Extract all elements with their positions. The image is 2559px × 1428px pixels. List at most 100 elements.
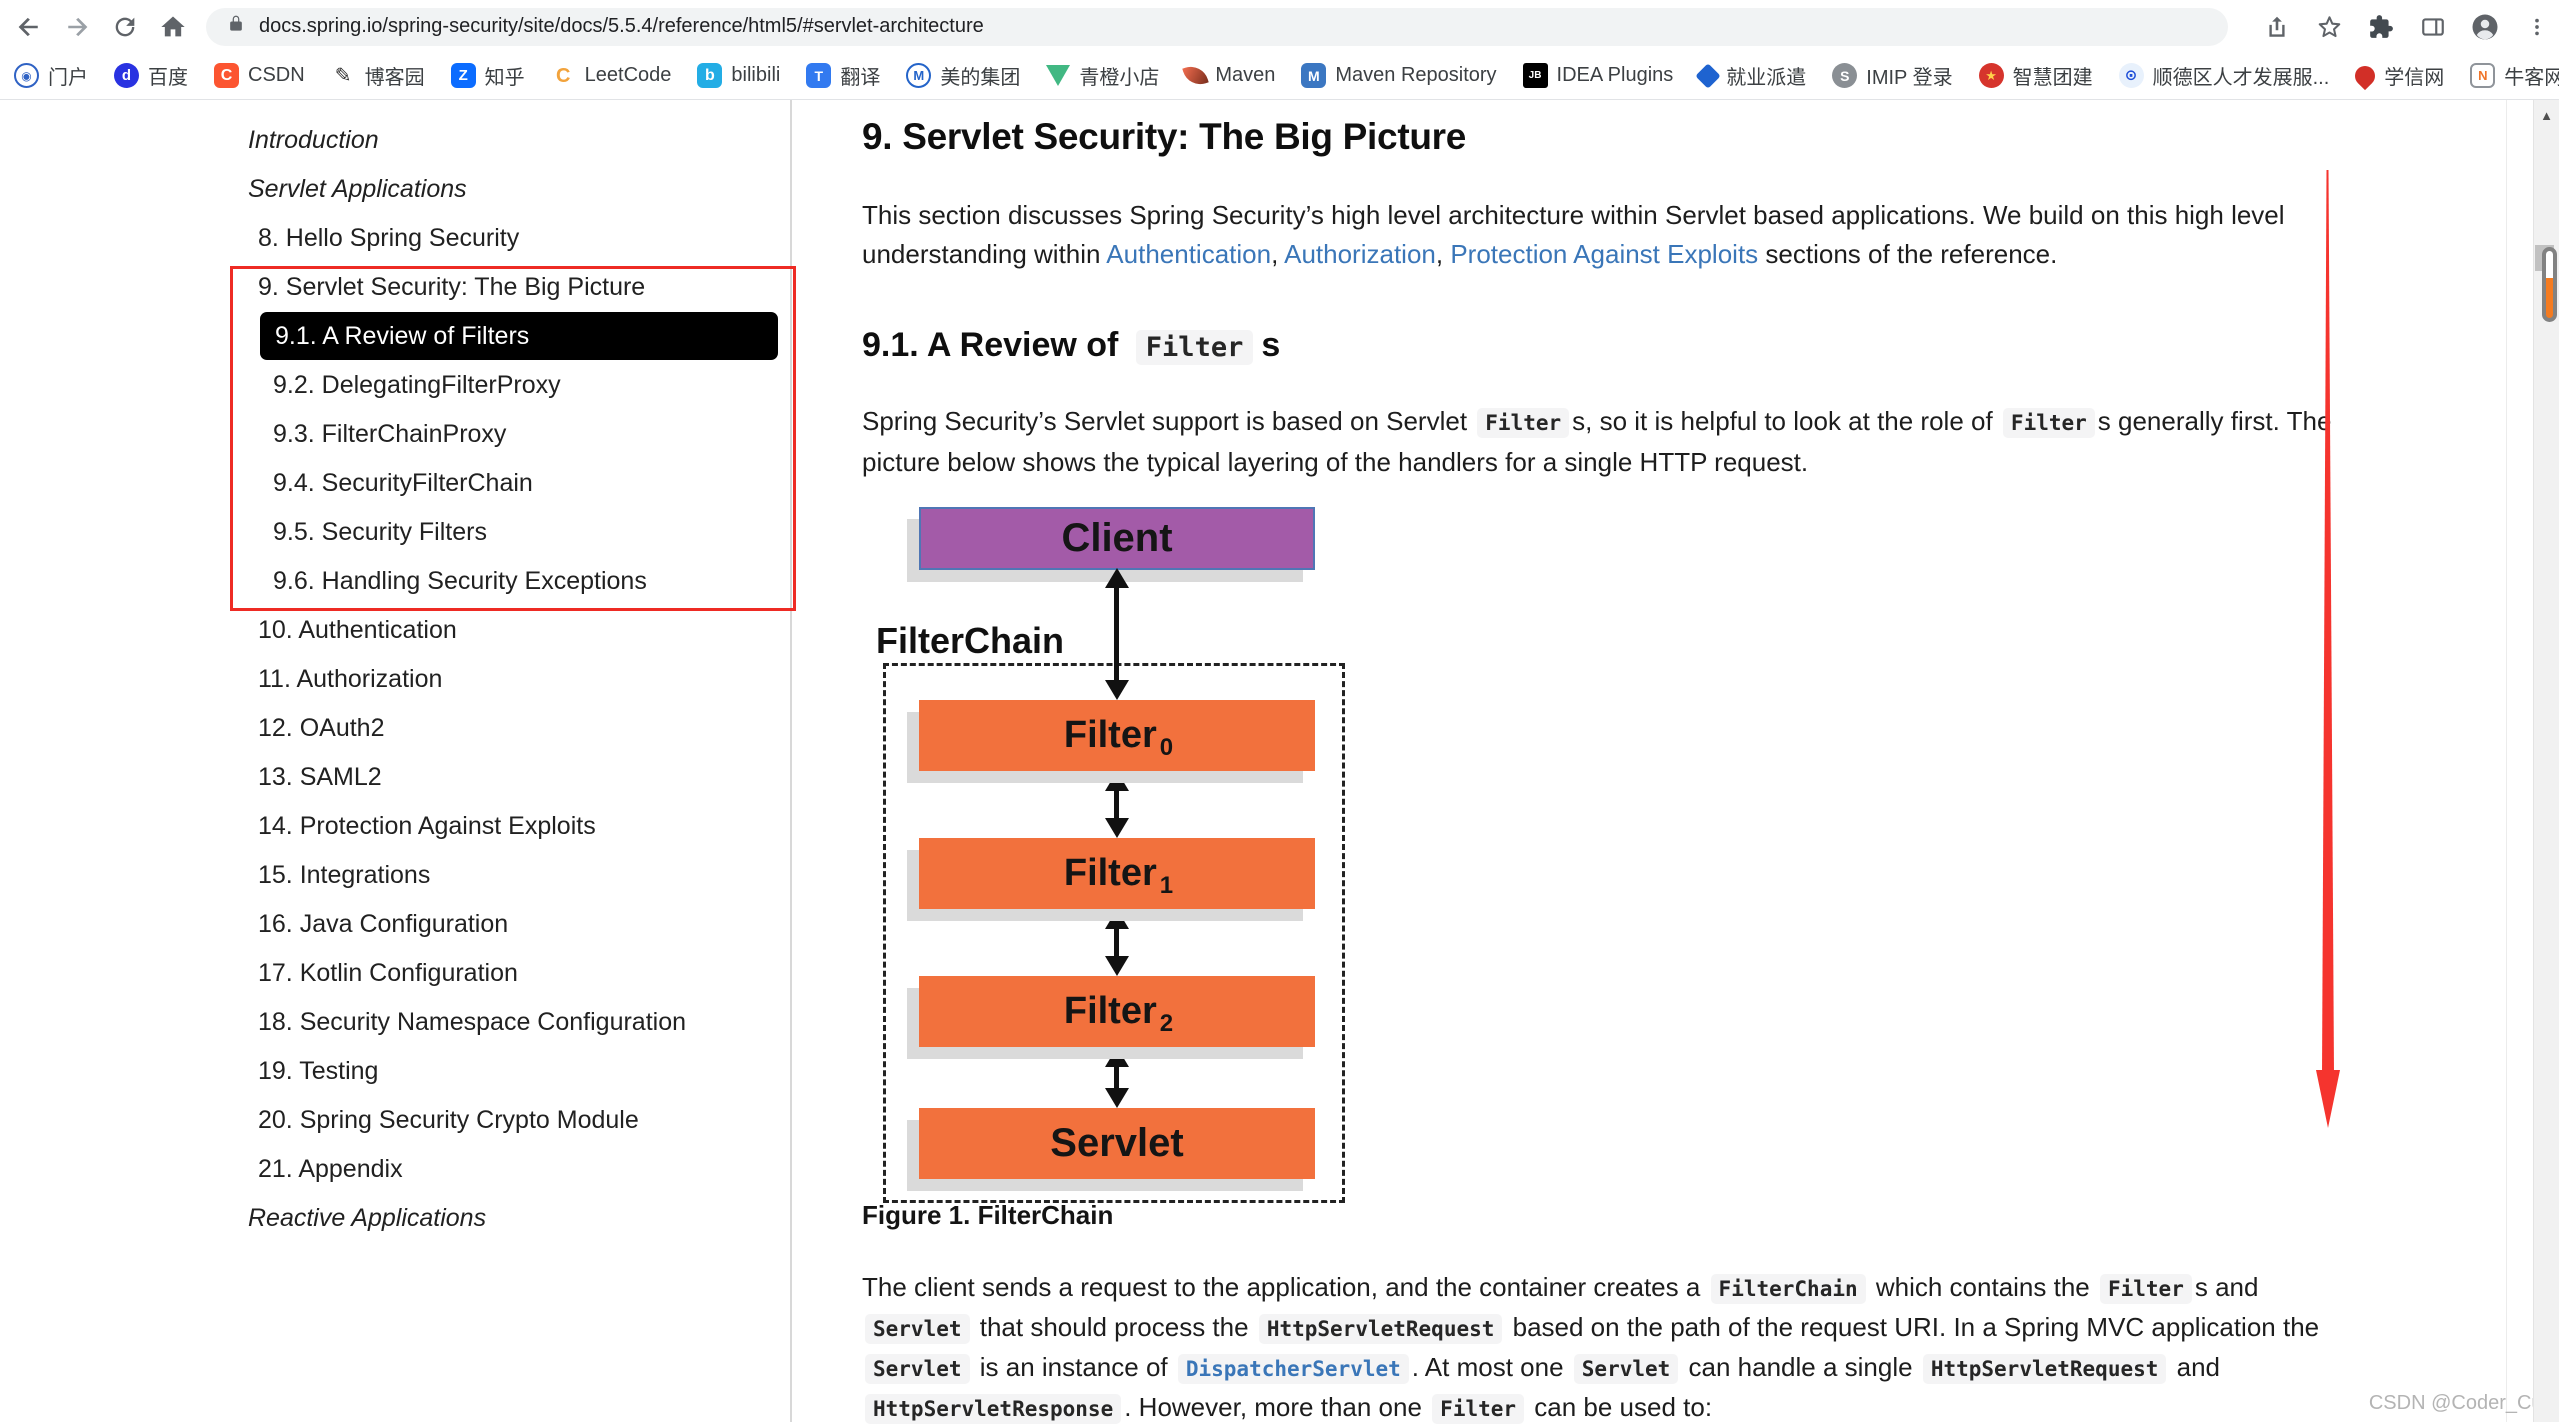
url-text[interactable]: docs.spring.io/spring-security/site/docs… bbox=[259, 15, 984, 38]
bookmark-label: 顺德区人才发展服... bbox=[2153, 61, 2330, 90]
client-node: Client bbox=[919, 507, 1315, 570]
bookmark-item-maven[interactable]: Maven bbox=[1185, 64, 1275, 87]
toc-item[interactable]: 16. Java Configuration bbox=[0, 900, 790, 949]
scrollbar-up-arrow[interactable]: ▲ bbox=[2534, 108, 2559, 123]
forward-button[interactable] bbox=[62, 12, 92, 42]
bookmark-label: 牛客网 bbox=[2504, 61, 2559, 90]
text-run: s bbox=[1261, 326, 1280, 364]
jetbrains-icon: JB bbox=[1523, 63, 1548, 88]
browser-chrome: docs.spring.io/spring-security/site/docs… bbox=[0, 0, 2559, 100]
toc-item[interactable]: 10. Authentication bbox=[0, 606, 790, 655]
text-run: can be used to: bbox=[1527, 1392, 1712, 1422]
inline-code: FilterChain bbox=[1711, 1274, 1866, 1304]
toc-item[interactable]: 21. Appendix bbox=[0, 1145, 790, 1194]
toc-item[interactable]: 13. SAML2 bbox=[0, 753, 790, 802]
bookmark-item-vue[interactable]: 青橙小店 bbox=[1046, 61, 1159, 90]
side-panel-icon[interactable] bbox=[2418, 12, 2448, 42]
toc-item[interactable]: 14. Protection Against Exploits bbox=[0, 802, 790, 851]
bookmark-label: LeetCode bbox=[585, 64, 672, 87]
bookmark-item-shunde[interactable]: ⊙顺德区人才发展服... bbox=[2119, 61, 2330, 90]
toc-item[interactable]: 19. Testing bbox=[0, 1047, 790, 1096]
toc-item[interactable]: 18. Security Namespace Configuration bbox=[0, 998, 790, 1047]
text-run: s and bbox=[2195, 1272, 2259, 1302]
bookmark-label: Maven Repository bbox=[1335, 64, 1496, 87]
toc-item[interactable]: 9.1. A Review of Filters bbox=[0, 312, 790, 361]
profile-avatar[interactable] bbox=[2470, 12, 2500, 42]
text-run: s, so it is helpful to look at the role … bbox=[1572, 406, 2000, 436]
bookmark-item-portal[interactable]: ◉门户 bbox=[14, 61, 88, 90]
bookmark-label: 门户 bbox=[48, 61, 88, 90]
browser-toolbar: docs.spring.io/spring-security/site/docs… bbox=[0, 0, 2559, 53]
bookmark-item-chsi[interactable]: 学信网 bbox=[2355, 61, 2444, 90]
toc-selected-pill[interactable]: 9.1. A Review of Filters bbox=[260, 312, 778, 360]
toc-item[interactable]: 9.3. FilterChainProxy bbox=[0, 410, 790, 459]
text-run: which contains the bbox=[1869, 1272, 2097, 1302]
text-run: , bbox=[1436, 239, 1450, 269]
toc-item[interactable]: 15. Integrations bbox=[0, 851, 790, 900]
inline-code: Filter bbox=[1136, 330, 1254, 365]
bookmark-label: 智慧团建 bbox=[2013, 61, 2093, 90]
menu-kebab-icon[interactable] bbox=[2522, 12, 2552, 42]
toc-item[interactable]: 11. Authorization bbox=[0, 655, 790, 704]
toc-item[interactable]: 20. Spring Security Crypto Module bbox=[0, 1096, 790, 1145]
inline-code: Servlet bbox=[865, 1354, 970, 1384]
toc-item[interactable]: Reactive Applications bbox=[0, 1194, 790, 1243]
bookmark-item-cnblogs[interactable]: ✎博客园 bbox=[331, 61, 425, 90]
bookmark-item-tuanjian[interactable]: ★智慧团建 bbox=[1979, 61, 2093, 90]
bookmark-label: Maven bbox=[1215, 64, 1275, 87]
bookmark-label: bilibili bbox=[731, 64, 780, 87]
leetcode-icon: C bbox=[551, 63, 576, 88]
vue-icon bbox=[1046, 65, 1070, 86]
text-run: sections of the reference. bbox=[1758, 239, 2057, 269]
text-run: based on the path of the request URI. In… bbox=[1505, 1312, 2319, 1342]
bookmark-item-leetcode[interactable]: C LeetCode bbox=[551, 63, 672, 88]
bookmark-item-idea[interactable]: JB IDEA Plugins bbox=[1523, 63, 1674, 88]
toc-item[interactable]: 9.6. Handling Security Exceptions bbox=[0, 557, 790, 606]
bookmark-label: IDEA Plugins bbox=[1557, 64, 1674, 87]
bookmark-item-jiuye[interactable]: 就业派遣 bbox=[1699, 61, 1806, 90]
midea-icon: M bbox=[906, 63, 931, 88]
toc-item[interactable]: Introduction bbox=[0, 116, 790, 165]
back-button[interactable] bbox=[14, 12, 44, 42]
inline-link[interactable]: Protection Against Exploits bbox=[1450, 239, 1758, 269]
figure-caption: Figure 1. FilterChain bbox=[862, 1200, 1113, 1231]
bookmark-label: CSDN bbox=[248, 64, 305, 87]
bookmark-star-icon[interactable] bbox=[2314, 12, 2344, 42]
home-button[interactable] bbox=[158, 12, 188, 42]
address-bar[interactable]: docs.spring.io/spring-security/site/docs… bbox=[206, 8, 2228, 46]
page-scrollbar[interactable]: ▲ bbox=[2533, 100, 2559, 1422]
toc-item[interactable]: Servlet Applications bbox=[0, 165, 790, 214]
toc-item[interactable]: 9.2. DelegatingFilterProxy bbox=[0, 361, 790, 410]
text-run: . However, more than one bbox=[1124, 1392, 1429, 1422]
toc-item[interactable]: 9. Servlet Security: The Big Picture bbox=[0, 263, 790, 312]
lock-icon bbox=[226, 14, 246, 39]
inline-code-link[interactable]: DispatcherServlet bbox=[1178, 1354, 1409, 1384]
reload-button[interactable] bbox=[110, 12, 140, 42]
inline-link[interactable]: Authentication bbox=[1106, 239, 1271, 269]
review-paragraph: Spring Security’s Servlet support is bas… bbox=[862, 402, 2340, 482]
bookmark-label: 学信网 bbox=[2384, 61, 2444, 90]
share-icon[interactable] bbox=[2262, 12, 2292, 42]
text-run: can handle a single bbox=[1681, 1352, 1920, 1382]
toc-item[interactable]: 12. OAuth2 bbox=[0, 704, 790, 753]
toc-item[interactable]: 8. Hello Spring Security bbox=[0, 214, 790, 263]
toc-item[interactable]: 9.5. Security Filters bbox=[0, 508, 790, 557]
toc-item[interactable]: 9.4. SecurityFilterChain bbox=[0, 459, 790, 508]
extension-icon[interactable] bbox=[2366, 12, 2396, 42]
text-run: The client sends a request to the applic… bbox=[862, 1272, 1708, 1302]
toc-item[interactable]: 17. Kotlin Configuration bbox=[0, 949, 790, 998]
inline-link[interactable]: Authorization bbox=[1284, 239, 1436, 269]
text-run: Spring Security’s Servlet support is bas… bbox=[862, 406, 1474, 436]
